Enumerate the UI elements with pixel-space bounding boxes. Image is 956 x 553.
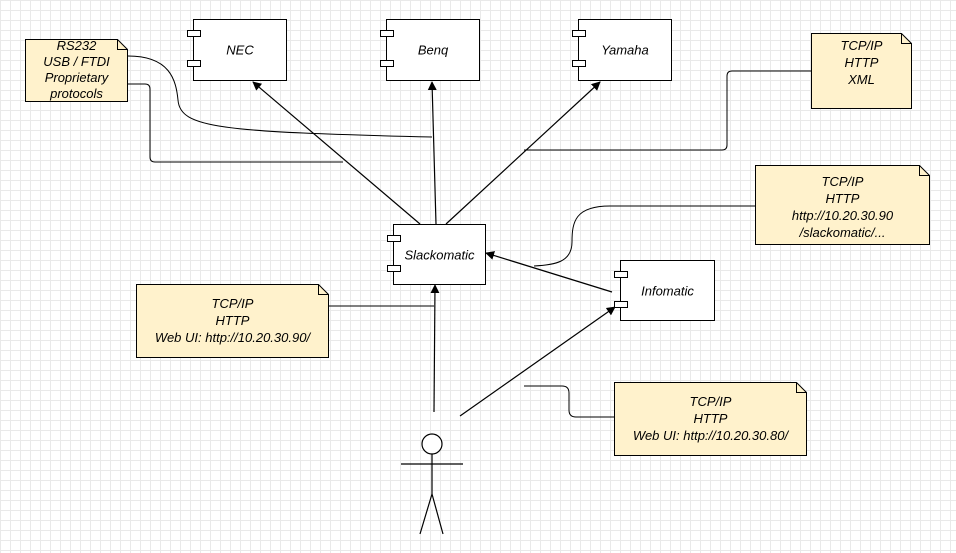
component-yamaha[interactable]: Yamaha	[572, 19, 672, 81]
note-serial[interactable]: RS232 USB / FTDI Proprietary protocols	[25, 38, 128, 102]
component-benq[interactable]: Benq	[380, 19, 480, 81]
component-port-icon	[387, 235, 401, 242]
arrow-user-to-infomatic	[459, 306, 616, 417]
note-line: USB / FTDI	[43, 54, 110, 69]
arrow-infomatic-to-slackomatic	[485, 251, 613, 293]
component-label: Benq	[417, 42, 449, 58]
note-line: Proprietary	[44, 70, 109, 85]
arrow-slackomatic-to-yamaha	[445, 81, 601, 225]
note-line: RS232	[56, 38, 97, 53]
component-nec[interactable]: NEC	[187, 19, 287, 81]
component-slackomatic[interactable]: Slackomatic	[387, 224, 486, 285]
component-label: Slackomatic	[404, 247, 475, 262]
note-line: TCP/IP	[211, 296, 254, 311]
component-port-icon	[187, 30, 201, 37]
note-line: /slackomatic/...	[799, 225, 886, 240]
component-port-icon	[572, 30, 586, 37]
note-line: HTTP	[693, 411, 728, 426]
note-line: http://10.20.30.90	[791, 208, 894, 223]
note-link-info-web	[524, 385, 614, 418]
component-label: Infomatic	[641, 283, 694, 298]
note-link-slack-api	[533, 205, 755, 267]
component-label: NEC	[226, 42, 254, 58]
note-slack-web[interactable]: TCP/IP HTTP Web UI: http://10.20.30.90/	[136, 284, 329, 358]
arrow-user-to-slackomatic	[430, 284, 440, 413]
component-infomatic[interactable]: Infomatic	[614, 260, 715, 321]
component-port-icon	[380, 60, 394, 67]
component-port-icon	[187, 60, 201, 67]
note-shape	[614, 382, 807, 456]
arrow-slackomatic-to-nec	[252, 81, 421, 225]
note-xml[interactable]: TCP/IP HTTP XML	[811, 33, 912, 109]
note-line: TCP/IP	[840, 38, 883, 53]
note-line: TCP/IP	[689, 394, 732, 409]
note-line: HTTP	[215, 313, 250, 328]
note-shape	[811, 33, 912, 109]
note-link-xml	[524, 70, 811, 151]
component-port-icon	[380, 30, 394, 37]
user-actor	[401, 433, 463, 535]
note-line: HTTP	[844, 55, 879, 70]
note-info-web[interactable]: TCP/IP HTTP Web UI: http://10.20.30.80/	[614, 382, 807, 456]
note-line: HTTP	[825, 191, 860, 206]
note-shape	[755, 165, 930, 245]
note-line: XML	[848, 72, 875, 87]
note-line: protocols	[50, 86, 103, 101]
component-port-icon	[614, 271, 628, 278]
note-slack-api[interactable]: TCP/IP HTTP http://10.20.30.90 /slackoma…	[755, 165, 930, 245]
component-port-icon	[387, 265, 401, 272]
note-shape	[25, 39, 128, 102]
note-shape	[136, 284, 329, 358]
note-line: Web UI: http://10.20.30.90/	[154, 330, 311, 345]
note-link-serial-upper	[127, 55, 433, 138]
note-line: TCP/IP	[821, 174, 864, 189]
component-port-icon	[614, 301, 628, 308]
note-line: Web UI: http://10.20.30.80/	[632, 428, 789, 443]
note-link-serial-lower	[128, 83, 343, 163]
component-label: Yamaha	[601, 42, 649, 58]
component-port-icon	[572, 60, 586, 67]
arrow-slackomatic-to-benq	[427, 81, 437, 225]
